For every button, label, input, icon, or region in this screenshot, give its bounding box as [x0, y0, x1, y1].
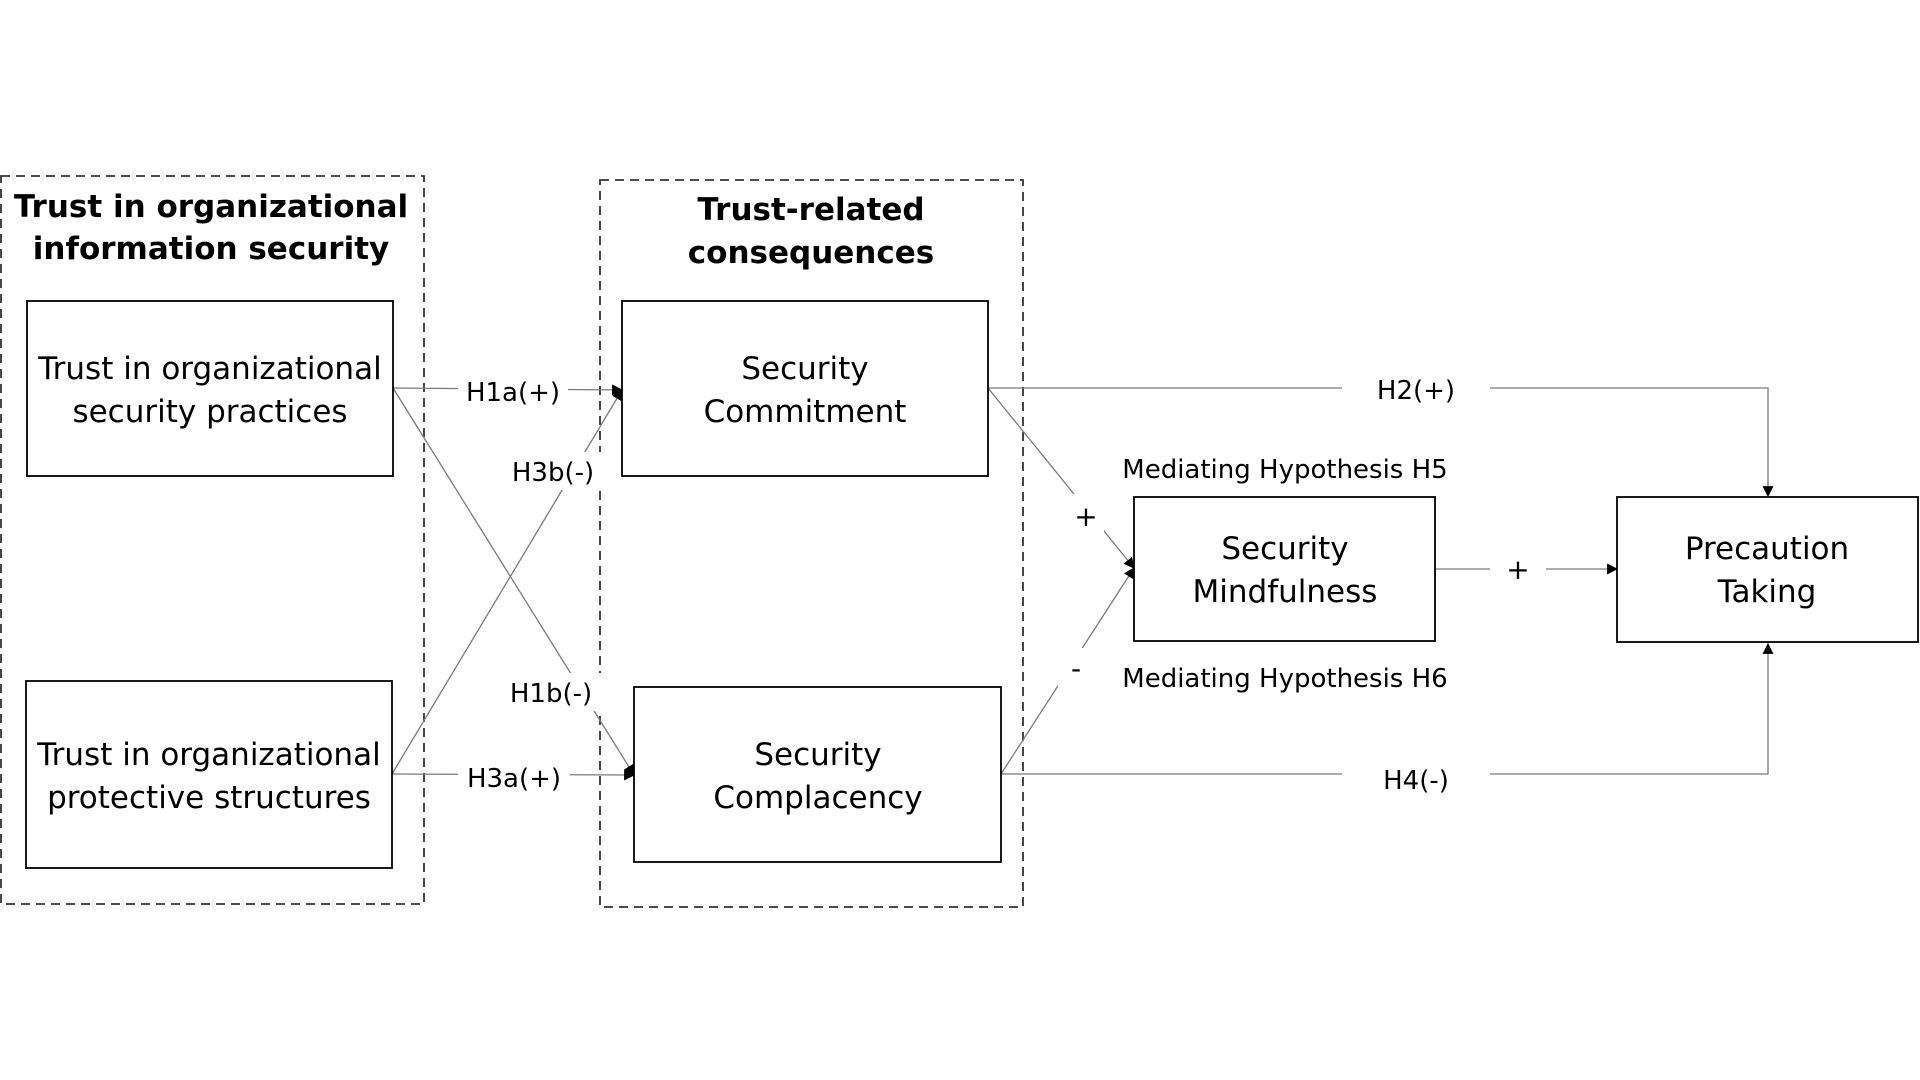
mind-prec-sign-bg [1490, 548, 1546, 590]
h1a-label-bg [458, 372, 568, 410]
h3b-label: H3b(-) [512, 458, 594, 488]
node-security-complacency-line2: Complacency [713, 780, 922, 816]
commit-mind-sign-bg [1066, 494, 1104, 538]
commit-to-mind-sign: + [1074, 500, 1097, 533]
trust-group-title-line2: information security [33, 231, 389, 267]
mediating-h6-note: Mediating Hypothesis H6 [1122, 664, 1447, 694]
node-precaution-taking-line2: Taking [1717, 574, 1817, 610]
edge-h1b [392, 387, 635, 776]
node-security-practices-line1: Trust in organizational [37, 351, 381, 387]
node-security-commitment-line1: Security [741, 351, 868, 387]
h1b-label-bg [502, 673, 602, 711]
h3b-label-bg [504, 452, 604, 490]
edge-commitment-to-mindfulness [987, 387, 1135, 569]
node-precaution-taking [1616, 496, 1919, 643]
h4-label: H4(-) [1383, 766, 1449, 796]
h3a-label: H3a(+) [467, 764, 561, 794]
node-security-practices-line2: security practices [72, 394, 347, 430]
h1a-label: H1a(+) [466, 378, 560, 408]
node-protective-structures-line1: Trust in organizational [36, 737, 380, 773]
node-security-commitment-line2: Commitment [704, 394, 907, 430]
h2-label-bg [1342, 370, 1490, 408]
node-protective-structures [25, 680, 393, 869]
edge-h2 [988, 387, 1774, 498]
trust-group-box [0, 175, 425, 905]
compl-mind-sign-bg [1058, 648, 1094, 692]
node-security-practices [26, 300, 394, 477]
node-security-mindfulness-line1: Security [1221, 531, 1348, 567]
mediating-h5-note: Mediating Hypothesis H5 [1122, 455, 1447, 485]
compl-to-mind-sign: - [1071, 652, 1081, 685]
node-security-commitment [621, 300, 989, 477]
consequences-group-title-line2: consequences [688, 235, 934, 271]
node-security-mindfulness [1133, 496, 1436, 642]
consequences-group-box [599, 179, 1024, 908]
node-precaution-taking-line1: Precaution [1685, 531, 1849, 567]
edge-h3b [391, 389, 623, 775]
consequences-group-title-line1: Trust-related [697, 192, 924, 228]
mind-to-prec-sign: + [1506, 553, 1529, 586]
node-security-complacency [633, 686, 1002, 863]
trust-group-title-line1: Trust in organizational [14, 189, 408, 225]
h2-label: H2(+) [1377, 376, 1455, 406]
edge-h4 [1001, 642, 1774, 775]
h4-label-bg [1342, 760, 1490, 798]
h1b-label: H1b(-) [510, 679, 592, 709]
node-protective-structures-line2: protective structures [47, 780, 371, 816]
h3a-label-bg [458, 758, 570, 796]
node-security-mindfulness-line2: Mindfulness [1193, 574, 1378, 610]
node-security-complacency-line1: Security [754, 737, 881, 773]
